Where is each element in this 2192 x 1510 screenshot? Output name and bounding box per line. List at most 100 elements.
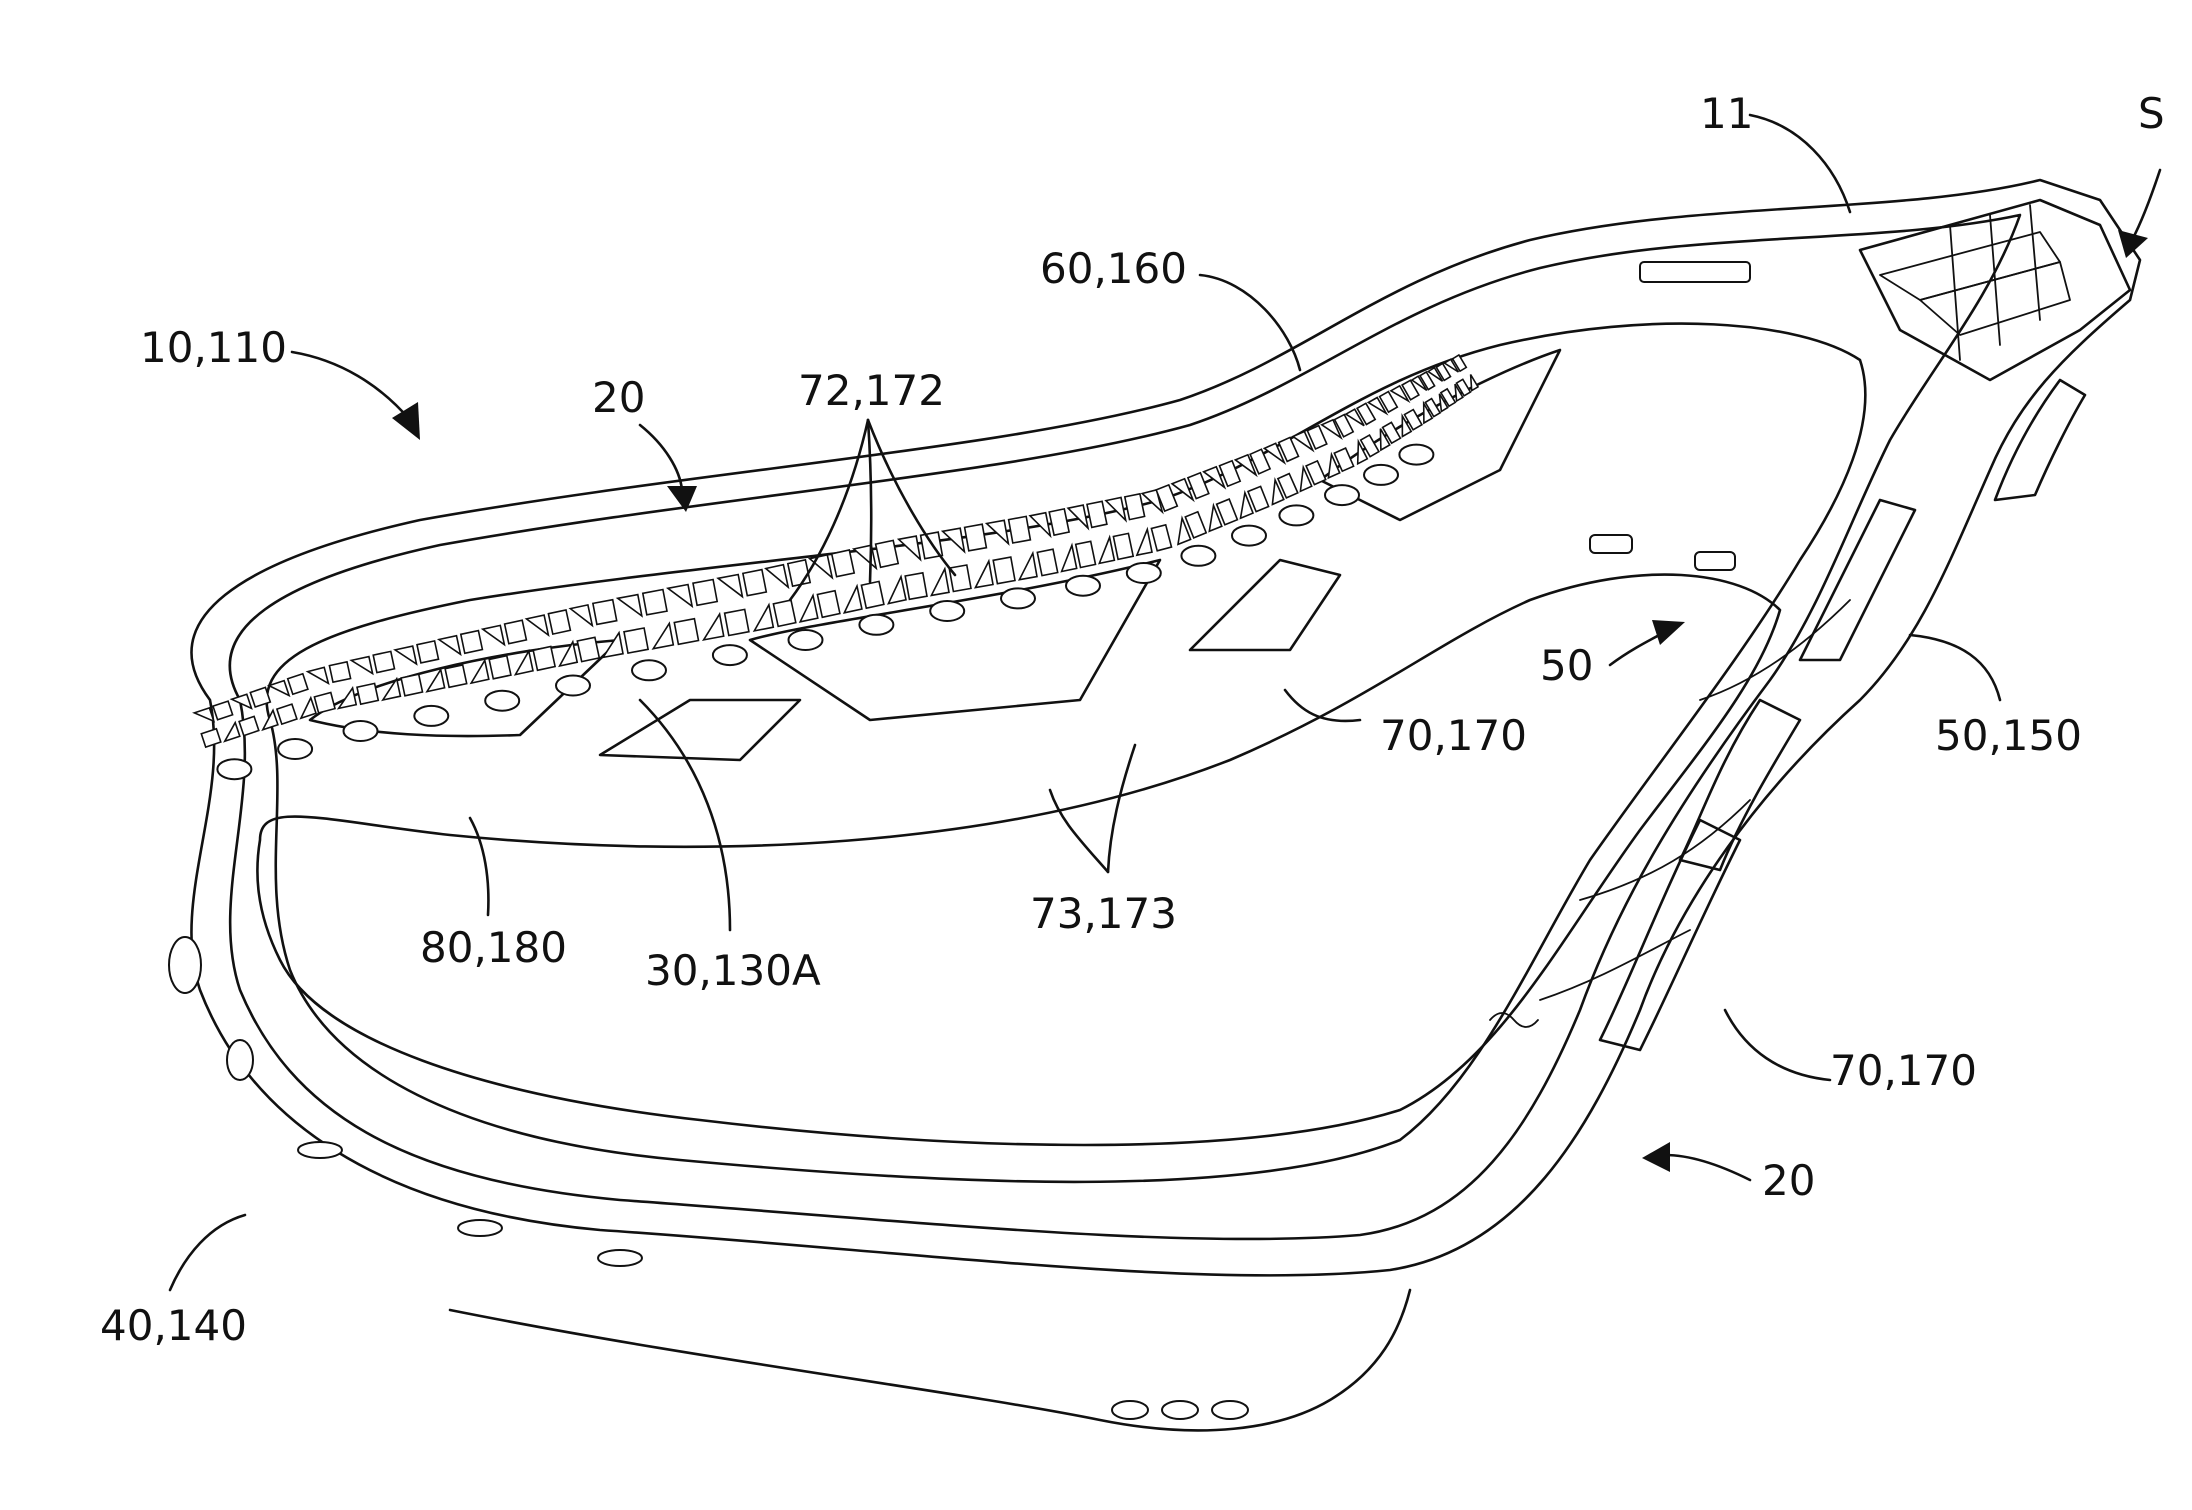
lattice-cell bbox=[905, 573, 927, 600]
scoop-hole-4 bbox=[458, 1220, 502, 1236]
stringing-hole bbox=[414, 706, 448, 726]
rail-window-2 bbox=[600, 700, 800, 760]
label-lattice-region: 30,130A bbox=[645, 946, 821, 995]
lattice-cell bbox=[339, 688, 357, 708]
stringing-hole bbox=[1325, 485, 1359, 505]
lattice-cell bbox=[314, 693, 335, 713]
lattice-cell bbox=[445, 665, 467, 687]
leader-head-overall bbox=[292, 352, 410, 420]
lattice-cell bbox=[401, 674, 422, 696]
lattice-cell bbox=[1049, 509, 1069, 535]
lattice-cell bbox=[1009, 516, 1031, 543]
pocket-tab-2 bbox=[1695, 552, 1735, 570]
bottom-hole-1 bbox=[1112, 1401, 1148, 1419]
lattice-cell bbox=[888, 577, 906, 604]
stringing-hole bbox=[344, 721, 378, 741]
stringing-hole bbox=[217, 759, 251, 779]
lattice-cell bbox=[965, 524, 987, 551]
label-throat-region: 50,150 bbox=[1935, 711, 2082, 760]
stringing-hole bbox=[1279, 505, 1313, 525]
lattice-cell bbox=[395, 646, 416, 664]
lattice-cell bbox=[308, 667, 329, 683]
lattice-cell bbox=[832, 550, 855, 577]
lattice-cell bbox=[1151, 525, 1171, 551]
outer-rim bbox=[191, 180, 2140, 1275]
lattice-cell bbox=[263, 710, 278, 730]
lattice-cell bbox=[577, 637, 599, 661]
stringing-hole bbox=[713, 645, 747, 665]
scoop-hole-3 bbox=[298, 1142, 342, 1158]
stringing-hole bbox=[556, 676, 590, 696]
lattice-cell bbox=[743, 570, 766, 596]
lattice-cell bbox=[643, 590, 667, 615]
label-lattice-cells: 73,173 bbox=[1030, 889, 1177, 938]
lattice-cell bbox=[1068, 505, 1088, 528]
lattice-cell bbox=[949, 565, 971, 592]
arrowhead-head-overall bbox=[392, 402, 420, 440]
lattice-cell bbox=[993, 557, 1015, 584]
lattice-cell bbox=[754, 605, 773, 631]
lattice-cell bbox=[624, 628, 648, 653]
stringing-hole bbox=[1399, 445, 1433, 465]
lattice-cell bbox=[194, 708, 214, 721]
bottom-hole-2 bbox=[1162, 1401, 1198, 1419]
stringing-hole bbox=[632, 660, 666, 680]
rail-window-4 bbox=[1190, 560, 1340, 650]
label-scoop-base: 40,140 bbox=[100, 1301, 247, 1350]
lattice-cell bbox=[269, 681, 289, 696]
lattice-cell bbox=[1125, 494, 1145, 520]
head-body bbox=[169, 180, 2140, 1430]
lattice-cell bbox=[439, 636, 461, 655]
lattice-cell bbox=[213, 701, 233, 720]
scoop-hole-1 bbox=[169, 937, 201, 993]
lattice-cell bbox=[351, 657, 372, 674]
bottom-hole-3 bbox=[1212, 1401, 1248, 1419]
lattice-cell bbox=[329, 662, 350, 682]
lattice-cell bbox=[668, 585, 692, 607]
lattice-cell bbox=[533, 647, 555, 671]
lattice-cell bbox=[489, 656, 511, 679]
lattice-cell bbox=[201, 729, 221, 747]
lattice-cell bbox=[718, 575, 742, 597]
lattice-cell bbox=[1113, 533, 1133, 559]
stringing-hole bbox=[278, 739, 312, 759]
lattice-cell bbox=[301, 698, 316, 718]
lattice-cell bbox=[1471, 375, 1478, 391]
lattice-cell bbox=[618, 595, 642, 616]
lattice-cell bbox=[693, 580, 717, 606]
leader-pocket bbox=[1610, 632, 1665, 665]
lattice-cell bbox=[357, 683, 378, 704]
leader-sidewall-view bbox=[2132, 170, 2160, 240]
lattice-cell bbox=[288, 674, 308, 694]
stringing-hole bbox=[930, 601, 964, 621]
stringing-hole bbox=[1066, 576, 1100, 596]
label-stringing-holes: 80,180 bbox=[420, 923, 567, 972]
lattice-cell bbox=[1019, 553, 1037, 580]
lattice-cell bbox=[704, 614, 724, 640]
lattice-cell bbox=[674, 619, 698, 645]
label-cross-members: 72,172 bbox=[798, 366, 945, 415]
lattice-cell bbox=[975, 561, 993, 588]
lattice-cell bbox=[987, 520, 1009, 543]
lattice-cell bbox=[899, 536, 921, 559]
label-scoop-edge: 60,160 bbox=[1040, 244, 1187, 293]
lattice-cell bbox=[1030, 513, 1050, 536]
leader-sidewall-bottom bbox=[1665, 1155, 1750, 1180]
pocket-tab-3 bbox=[1640, 262, 1750, 282]
lattice-cell bbox=[861, 581, 884, 608]
label-sidewall-view: S bbox=[2138, 89, 2165, 138]
lattice-cell bbox=[461, 631, 483, 654]
leader-scoop-edge bbox=[1200, 275, 1300, 370]
lattice-cell bbox=[1062, 545, 1077, 571]
arrowhead-pocket bbox=[1652, 620, 1685, 645]
lattice-cell bbox=[844, 586, 862, 613]
label-head-overall: 10,110 bbox=[140, 323, 287, 372]
lattice-cell bbox=[483, 625, 505, 644]
scoop-hole-5 bbox=[598, 1250, 642, 1266]
pocket-tab-1 bbox=[1590, 535, 1632, 553]
scoop-hole-2 bbox=[227, 1040, 253, 1080]
lattice-cell bbox=[593, 600, 617, 625]
bottom-edge bbox=[450, 1290, 1410, 1430]
lattice-cell bbox=[817, 591, 840, 618]
